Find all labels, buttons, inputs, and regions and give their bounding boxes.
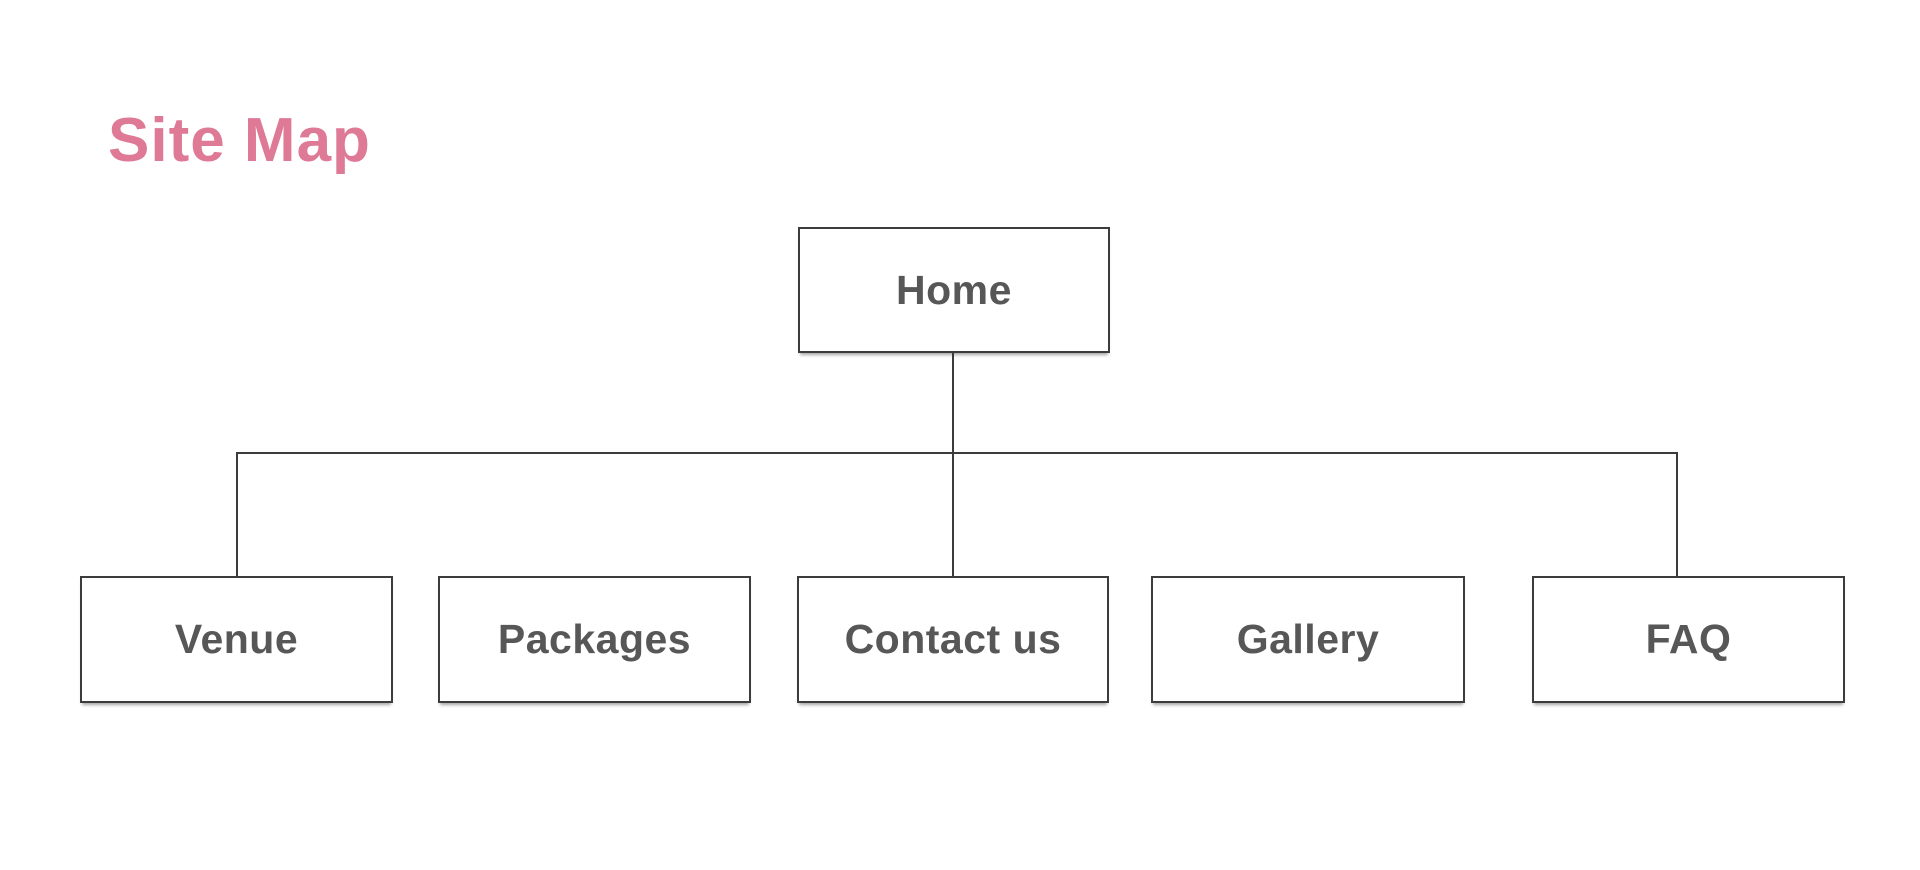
sitemap-node-gallery-label: Gallery — [1236, 616, 1380, 662]
connector-faq-drop — [1676, 452, 1678, 578]
sitemap-node-gallery[interactable]: Gallery — [1151, 576, 1465, 703]
sitemap-node-home[interactable]: Home — [798, 227, 1110, 353]
sitemap-node-venue-label: Venue — [174, 616, 299, 662]
sitemap-node-faq-label: FAQ — [1645, 616, 1732, 662]
sitemap-node-faq[interactable]: FAQ — [1532, 576, 1845, 703]
sitemap-node-contact-us[interactable]: Contact us — [797, 576, 1109, 703]
connector-horizontal-rail — [236, 452, 1678, 454]
sitemap-node-contact-us-label: Contact us — [844, 616, 1062, 662]
sitemap-node-home-label: Home — [896, 266, 1012, 313]
connector-venue-drop — [236, 452, 238, 578]
sitemap-node-packages[interactable]: Packages — [438, 576, 751, 703]
connector-home-trunk — [952, 352, 954, 578]
sitemap-node-packages-label: Packages — [497, 616, 692, 662]
sitemap-node-venue[interactable]: Venue — [80, 576, 393, 703]
page-title: Site Map — [108, 106, 371, 175]
